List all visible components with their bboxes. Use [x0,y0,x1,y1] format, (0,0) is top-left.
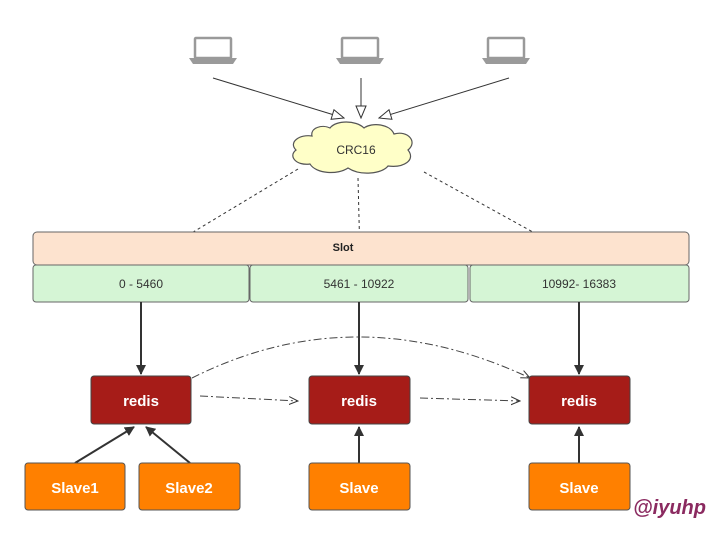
master-1-to-master-2-edge [199,395,298,401]
slave-node-4: Slave [528,462,631,511]
client-laptop-2 [336,36,384,64]
slave-node-3-label: Slave [339,480,378,497]
slot-range-1-label: 0 - 5460 [119,277,163,291]
slot-bar-label: Slot [333,242,354,254]
client-laptop-1 [189,36,237,64]
slot-range-2-label: 5461 - 10922 [324,277,395,291]
crc16-label: CRC16 [336,143,376,157]
master-2-to-master-3-edge [419,398,520,401]
slot-bar: Slot [32,231,690,266]
redis-master-3: redis [528,375,631,425]
client-laptop-3 [482,36,530,64]
laptop-icon [189,36,237,64]
redis-master-2: redis [308,375,411,425]
laptop-icon [336,36,384,64]
crc16-cloud: CRC16 [292,121,413,174]
slot-range-3: 10992- 16383 [469,264,690,303]
redis-master-3-label: redis [561,393,597,410]
client-1-to-hash-edge [212,77,344,118]
laptop-icon [482,36,530,64]
slave-1-to-master-1-edge [74,426,135,464]
slave-node-1: Slave1 [24,462,126,511]
redis-master-1-label: redis [123,393,159,410]
slave-2-to-master-1-edge [145,426,191,464]
slave-node-3: Slave [308,462,411,511]
hash-to-slot-1-edge [149,168,299,259]
slave-node-4-label: Slave [559,480,598,497]
redis-master-1: redis [90,375,192,425]
slave-node-1-label: Slave1 [51,480,99,497]
slot-range-1: 0 - 5460 [32,264,250,303]
slot-range-3-label: 10992- 16383 [542,277,616,291]
slot-range-2: 5461 - 10922 [249,264,469,303]
master-1-to-master-3-edge [191,336,530,378]
client-3-to-hash-edge [379,77,510,118]
slave-node-2: Slave2 [138,462,241,511]
slave-node-2-label: Slave2 [165,480,213,497]
redis-master-2-label: redis [341,393,377,410]
watermark: @iyuhp [633,497,706,519]
